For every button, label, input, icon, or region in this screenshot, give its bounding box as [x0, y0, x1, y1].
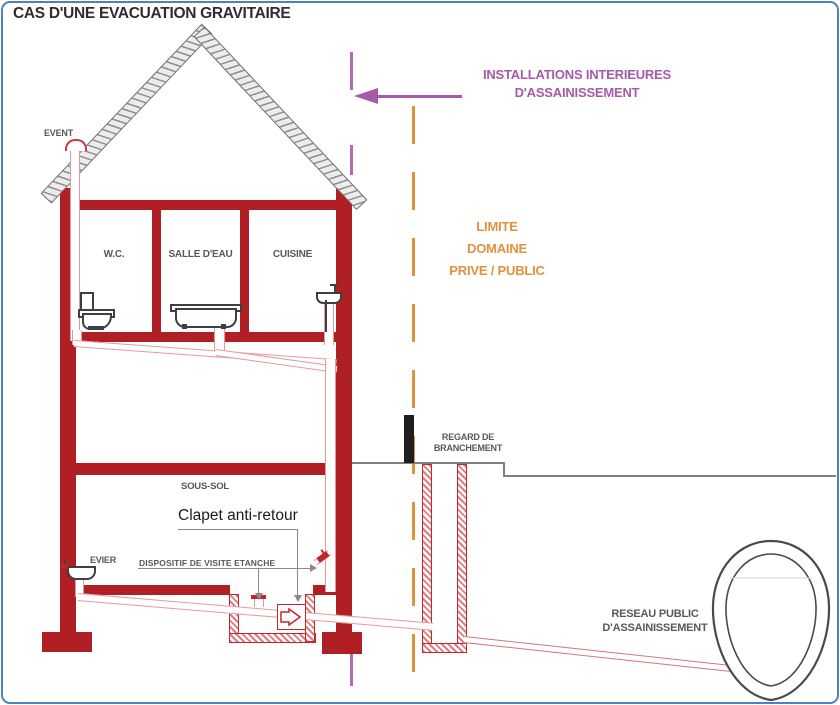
- kitchen-sink-faucet: [334, 285, 336, 293]
- reseau-label: RESEAU PUBLIC D'ASSAINISSEMENT: [572, 607, 738, 635]
- basement-floor-slab-right: [313, 585, 336, 595]
- orange-dashed-line: [412, 106, 415, 685]
- vent-label: EVENT: [44, 128, 74, 138]
- room-label-cuisine: CUISINE: [272, 249, 313, 260]
- clapet-leader-h: [178, 529, 298, 530]
- pit-bottom: [229, 633, 316, 643]
- bathtub-body: [175, 308, 237, 328]
- ground-line-left: [352, 462, 504, 464]
- sewer-egg-section: [711, 539, 831, 702]
- regard-label: REGARD DE BRANCHEMENT: [418, 432, 518, 454]
- clapet-device: [277, 604, 306, 630]
- right-wall: [336, 188, 352, 632]
- right-footing: [322, 632, 362, 654]
- clapet-valve-symbol: [280, 607, 302, 627]
- installations-label-line1: INSTALLATIONS INTERIEURES: [482, 67, 672, 82]
- purple-dashed-line: [350, 650, 353, 686]
- roof-left-slope: [40, 23, 213, 204]
- regard-label-line2: BRANCHEMENT: [433, 443, 503, 453]
- kitchen-sink-pedestal: [325, 300, 327, 332]
- purple-dashed-line: [350, 145, 353, 175]
- ground-step: [503, 462, 505, 477]
- evier-bowl: [67, 566, 96, 580]
- page-title: CAS D'UNE EVACUATION GRAVITAIRE: [13, 5, 291, 22]
- kitchen-sink-bowl: [316, 292, 342, 304]
- regard-label-line1: REGARD DE: [441, 432, 495, 442]
- limite-label: LIMITE DOMAINE PRIVE / PUBLIC: [428, 216, 566, 282]
- evier-label: EVIER: [90, 555, 117, 565]
- limite-label-line3: PRIVE / PUBLIC: [449, 263, 545, 278]
- downpipe-stack: [325, 359, 336, 592]
- left-footing: [42, 632, 92, 652]
- regard-shaft-bottom: [422, 643, 467, 653]
- partition-wc-salledeau: [152, 210, 161, 332]
- clapet-label: Clapet anti-retour: [178, 507, 298, 524]
- reseau-label-line2: D'ASSAINISSEMENT: [602, 622, 708, 634]
- first-floor-slab: [76, 332, 336, 342]
- dispositif-arrow-right: [310, 564, 317, 572]
- purple-dashed-line: [350, 52, 353, 90]
- basement-floor-slab-left: [76, 585, 230, 595]
- basement-label: SOUS-SOL: [180, 481, 229, 492]
- limite-label-line1: LIMITE: [476, 219, 518, 234]
- installations-arrow-shaft: [376, 95, 462, 98]
- clapet-leader-v: [297, 529, 298, 595]
- ground-line-right: [503, 475, 836, 477]
- room-label-wc: W.C.: [103, 249, 125, 260]
- room-label-salledeau: SALLE D'EAU: [168, 249, 233, 260]
- reseau-label-line1: RESEAU PUBLIC: [611, 608, 699, 620]
- clapet-leader-arrow: [294, 595, 302, 602]
- basement-ceiling-slab: [76, 463, 336, 475]
- ceiling-slab: [76, 200, 336, 210]
- bathtub-foot-right: [221, 324, 226, 329]
- bathtub-foot-left: [182, 324, 187, 329]
- bathtub-drain-pipe: [214, 328, 225, 353]
- kitchen-sink-drain-pipe: [324, 301, 334, 345]
- visite-fitting-stub: [254, 599, 264, 607]
- vent-cap-icon: [65, 139, 87, 151]
- evier-drain-pipe: [75, 578, 84, 597]
- toilet-base: [88, 326, 104, 330]
- dispositif-underline: [138, 568, 312, 569]
- partition-salledeau-cuisine: [240, 210, 249, 332]
- dispositif-leader-v: [258, 568, 259, 594]
- roof-right-slope: [193, 26, 368, 211]
- installations-arrow-head: [354, 88, 378, 104]
- limite-label-line2: DOMAINE: [467, 241, 527, 256]
- dispositif-label: DISPOSITIF DE VISITE ETANCHE: [139, 558, 276, 568]
- regard-shaft-wall-right: [457, 464, 467, 652]
- regard-marker-post: [404, 415, 414, 463]
- kitchen-sink-faucet-arm: [330, 284, 338, 286]
- vent-stack-pipe: [70, 149, 80, 341]
- toilet-drain-pipe: [72, 330, 82, 345]
- dispositif-arrow-down: [255, 593, 263, 600]
- installations-label-line2: D'ASSAINISSEMENT: [514, 84, 640, 100]
- installations-label: INSTALLATIONS INTERIEURES D'ASSAINISSEME…: [446, 66, 708, 101]
